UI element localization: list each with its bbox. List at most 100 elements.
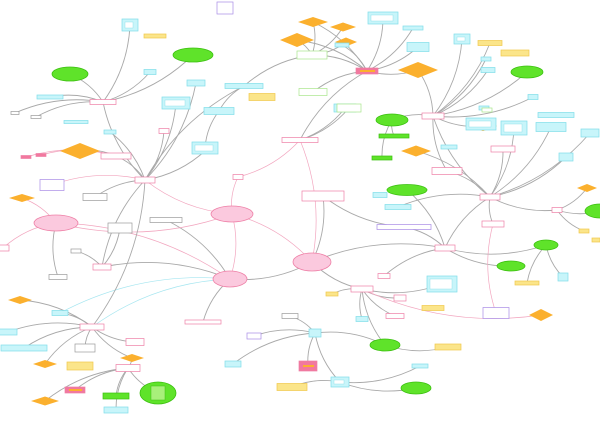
pink-outline-node[interactable] (158, 128, 170, 134)
pink-outline-node[interactable] (115, 364, 141, 372)
cyan-node[interactable] (480, 67, 496, 73)
green-ellipse-node[interactable] (369, 338, 401, 352)
pink-filled-node[interactable] (20, 155, 32, 159)
cyan-node[interactable] (580, 128, 600, 138)
cyan-node[interactable] (402, 25, 424, 31)
gray-outline-node[interactable] (70, 248, 82, 254)
pink-outline-node[interactable] (281, 137, 319, 143)
cyan-node[interactable] (384, 204, 412, 210)
orange-diamond-node[interactable] (8, 296, 32, 304)
pink-outline-node[interactable] (377, 273, 391, 279)
pink-outline-node[interactable] (350, 285, 374, 293)
purple-node[interactable] (39, 179, 65, 191)
gray-outline-node[interactable] (30, 115, 42, 119)
cyan-node[interactable] (36, 94, 64, 100)
yellow-node[interactable] (248, 93, 276, 101)
cyan-node[interactable] (51, 310, 69, 316)
yellow-node[interactable] (500, 49, 530, 57)
orange-diamond-node[interactable] (529, 309, 553, 321)
orange-diamond-node[interactable] (398, 62, 438, 78)
cyan-node[interactable] (308, 328, 322, 338)
pink-outline-node[interactable] (479, 193, 501, 201)
cyan-node[interactable] (558, 152, 574, 162)
orange-diamond-node[interactable] (33, 360, 57, 368)
cyan-node[interactable] (103, 129, 117, 135)
yellow-node[interactable] (434, 343, 462, 351)
pink-ellipse-node[interactable] (212, 270, 248, 288)
green-rect-node[interactable] (102, 392, 130, 400)
orange-diamond-node[interactable] (120, 354, 144, 362)
gray-outline-node[interactable] (48, 274, 68, 280)
cyan-node[interactable] (334, 42, 350, 48)
cyan-node[interactable] (203, 107, 235, 115)
light-green-node[interactable] (298, 88, 328, 96)
cyan-node[interactable] (186, 79, 206, 87)
cyan-node[interactable] (406, 42, 430, 52)
green-ellipse-node[interactable] (496, 260, 526, 272)
cyan-node[interactable] (224, 83, 264, 89)
pink-outline-node[interactable] (490, 145, 516, 153)
orange-diamond-node[interactable] (9, 194, 35, 202)
yellow-node[interactable] (143, 33, 167, 39)
gray-outline-node[interactable] (74, 343, 96, 353)
pink-outline-node[interactable] (434, 244, 456, 252)
purple-node[interactable] (216, 1, 234, 15)
pink-outline-node[interactable] (0, 244, 10, 252)
gray-outline-node[interactable] (10, 111, 20, 115)
green-ellipse-node[interactable] (51, 66, 89, 82)
purple-node[interactable] (246, 332, 262, 340)
gray-outline-node[interactable] (82, 193, 108, 201)
light-green-node[interactable] (336, 103, 362, 113)
orange-diamond-node[interactable] (577, 184, 597, 192)
pink-outline-node[interactable] (184, 319, 222, 325)
green-rect-node[interactable] (378, 133, 410, 139)
cyan-node[interactable] (355, 316, 369, 322)
green-ellipse-node[interactable] (375, 113, 409, 127)
pink-outline-node[interactable] (385, 313, 405, 319)
pink-ellipse-node[interactable] (33, 214, 79, 232)
green-ellipse-node[interactable] (510, 65, 544, 79)
pink-filled-node[interactable] (35, 153, 47, 157)
cyan-node[interactable] (0, 328, 18, 336)
pink-outline-node[interactable] (393, 294, 407, 302)
yellow-node[interactable] (276, 383, 308, 391)
cyan-node[interactable] (143, 69, 157, 75)
pink-outline-node[interactable] (232, 174, 244, 180)
cyan-node[interactable] (224, 360, 242, 368)
yellow-node[interactable] (477, 40, 503, 46)
pink-outline-node[interactable] (125, 338, 145, 346)
yellow-node[interactable] (578, 228, 590, 234)
cyan-node[interactable] (480, 56, 492, 62)
green-ellipse-node[interactable] (584, 203, 600, 219)
yellow-node[interactable] (421, 305, 445, 311)
orange-diamond-node[interactable] (298, 17, 328, 27)
purple-node[interactable] (482, 307, 510, 319)
pink-outline-node[interactable] (301, 190, 345, 202)
pink-outline-node[interactable] (551, 207, 563, 213)
pink-outline-node[interactable] (92, 263, 112, 271)
cyan-node[interactable] (63, 120, 89, 124)
cyan-node[interactable] (537, 112, 575, 118)
pink-outline-node[interactable] (431, 167, 463, 175)
pink-outline-node[interactable] (79, 323, 105, 331)
gray-outline-node[interactable] (107, 222, 133, 234)
pink-outline-node[interactable] (100, 152, 132, 160)
gray-outline-node[interactable] (149, 217, 183, 223)
orange-diamond-node[interactable] (31, 396, 59, 406)
orange-diamond-node[interactable] (60, 143, 100, 159)
cyan-node[interactable] (535, 122, 567, 132)
pink-ellipse-node[interactable] (292, 252, 332, 272)
pink-outline-node[interactable] (421, 112, 445, 120)
orange-diamond-node[interactable] (401, 145, 431, 157)
cyan-node[interactable] (0, 344, 48, 352)
yellow-node[interactable] (591, 237, 600, 243)
yellow-node[interactable] (514, 280, 540, 286)
cyan-node[interactable] (372, 192, 388, 198)
orange-diamond-node[interactable] (280, 33, 314, 47)
cyan-node[interactable] (527, 94, 539, 100)
purple-node[interactable] (376, 224, 432, 230)
green-ellipse-node[interactable] (533, 239, 559, 251)
light-green-node[interactable] (481, 107, 493, 113)
cyan-node[interactable] (411, 363, 429, 369)
